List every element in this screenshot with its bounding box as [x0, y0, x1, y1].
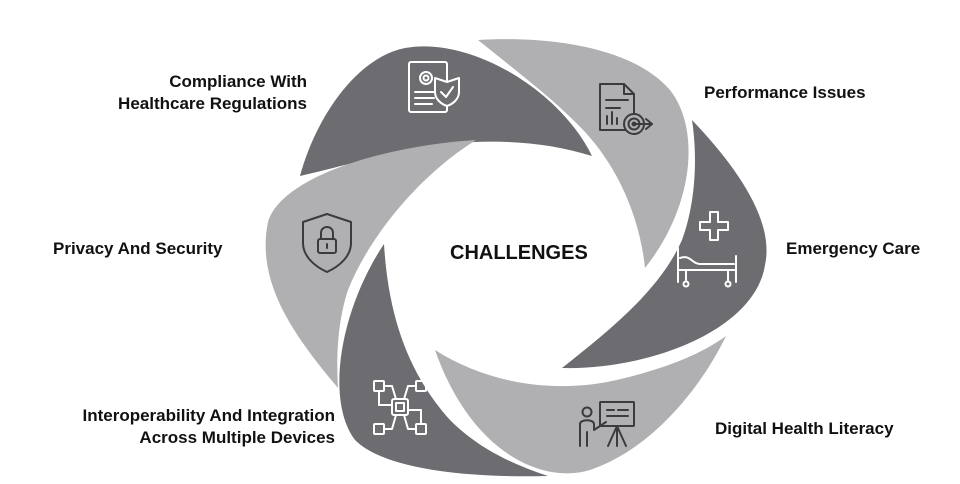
- label-performance: Performance Issues: [704, 82, 866, 104]
- hospital-bed-cross-icon: [677, 211, 737, 288]
- lock-shield-icon: [302, 213, 352, 273]
- label-compliance-line2: Healthcare Regulations: [118, 94, 307, 113]
- label-privacy: Privacy And Security: [53, 238, 222, 260]
- segment-emergency: [562, 120, 767, 369]
- label-privacy-line1: Privacy And Security: [53, 239, 223, 258]
- segment-privacy: [265, 140, 476, 388]
- report-target-icon: [599, 83, 653, 135]
- segment-literacy: [435, 336, 726, 474]
- label-interop: Interoperability And Integration Across …: [83, 405, 336, 449]
- circuit-network-icon: [373, 380, 427, 435]
- label-compliance: Compliance With Healthcare Regulations: [118, 71, 307, 115]
- label-performance-line1: Performance Issues: [704, 83, 866, 102]
- segment-performance: [478, 39, 689, 268]
- label-emergency: Emergency Care: [786, 238, 920, 260]
- label-literacy: Digital Health Literacy: [715, 418, 894, 440]
- segment-interop: [339, 244, 548, 477]
- certificate-shield-icon: [408, 61, 460, 113]
- presenter-board-icon: [579, 401, 635, 447]
- label-compliance-line1: Compliance With: [169, 72, 307, 91]
- label-interop-line2: Across Multiple Devices: [139, 428, 335, 447]
- label-literacy-line1: Digital Health Literacy: [715, 419, 894, 438]
- label-interop-line1: Interoperability And Integration: [82, 406, 336, 425]
- label-emergency-line1: Emergency Care: [786, 239, 921, 258]
- center-title: CHALLENGES: [450, 242, 588, 264]
